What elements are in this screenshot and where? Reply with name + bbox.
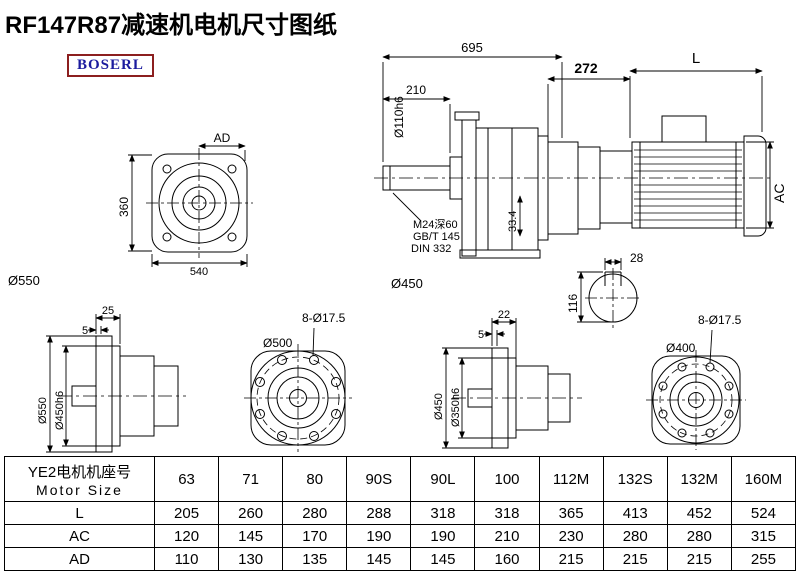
dim-ad-label: AD — [214, 131, 231, 145]
dimension-value-cell: 145 — [346, 547, 412, 571]
flange-face-view-large — [244, 327, 352, 452]
dimension-value-cell: 315 — [730, 524, 797, 548]
dimension-value-cell: 190 — [346, 524, 412, 548]
dimension-value-cell: 130 — [218, 547, 284, 571]
assembly-flange-dia-label: Ø450 — [391, 276, 423, 291]
motor-size-column-header: 71 — [218, 456, 284, 502]
key-height-label: 116 — [566, 294, 580, 313]
motor-size-column-header: 160M — [730, 456, 797, 502]
dimension-value-cell: 170 — [282, 524, 348, 548]
dimension-value-cell: 280 — [602, 524, 668, 548]
key-width-label: 28 — [630, 251, 644, 265]
assembly-dimension-lines — [382, 54, 774, 237]
dimension-value-cell: 260 — [218, 501, 284, 525]
motor-size-header-cn: YE2电机机座号 — [27, 463, 132, 481]
dimension-value-cell: 190 — [410, 524, 476, 548]
flange-face-view-small — [646, 329, 746, 450]
dimension-value-cell: 215 — [538, 547, 604, 571]
motor-size-header-cell: YE2电机机座号 Motor Size — [4, 456, 155, 502]
dimension-value-cell: 413 — [602, 501, 668, 525]
assembly-side-view — [374, 111, 772, 259]
dimension-value-cell: 318 — [410, 501, 476, 525]
dimension-value-cell: 215 — [602, 547, 668, 571]
dimension-value-cell: 160 — [474, 547, 540, 571]
motor-size-column-header: 80 — [282, 456, 348, 502]
dimension-value-cell: 210 — [474, 524, 540, 548]
dimension-value-cell: 255 — [730, 547, 797, 571]
v4-dia-label: Ø400 — [666, 341, 696, 355]
dimension-value-cell: 145 — [410, 547, 476, 571]
v1-spigot-dia-label: Ø450h6 — [54, 391, 66, 430]
dim-ac-label: AC — [771, 184, 787, 203]
motor-size-column-header: 100 — [474, 456, 540, 502]
shaft-end-dimension-lines — [577, 258, 622, 323]
v3-outer-dia-label: Ø450 — [433, 393, 445, 420]
dimension-value-cell: 110 — [153, 547, 220, 571]
v4-holes-label: 8-Ø17.5 — [698, 313, 742, 327]
dimension-value-cell: 205 — [153, 501, 220, 525]
v3-dim-5-label: 5 — [478, 329, 484, 341]
flange-side-view-large — [58, 335, 186, 453]
brand-logo: BOSERL — [67, 54, 154, 77]
dimension-value-cell: 230 — [538, 524, 604, 548]
front-outer-dia-label: Ø550 — [8, 273, 40, 288]
motor-size-column-header: 132S — [602, 456, 668, 502]
dimension-value-cell: 452 — [666, 501, 732, 525]
dimension-value-cell: 215 — [666, 547, 732, 571]
motor-size-column-header: 90L — [410, 456, 476, 502]
front-view-dimension-lines — [128, 143, 248, 267]
dimension-value-cell: 524 — [730, 501, 797, 525]
dim-272-label: 272 — [574, 60, 598, 76]
dimension-value-cell: 318 — [474, 501, 540, 525]
dimension-labels: AD 360 540 Ø550 695 210 Ø110h6 272 L AC … — [8, 40, 787, 430]
motor-size-header-en: Motor Size — [36, 481, 123, 498]
gearbox-front-view — [146, 148, 253, 258]
dimension-value-cell: 120 — [153, 524, 220, 548]
tap-note-2: GB/T 145 — [413, 231, 460, 243]
v3-dim-22-label: 22 — [498, 309, 510, 321]
v1-outer-dia-label: Ø550 — [37, 397, 49, 424]
flange-side-view-small-dims — [442, 318, 517, 449]
tap-note-3: DIN 332 — [411, 243, 451, 255]
shaft-dia-label: Ø110h6 — [392, 96, 406, 138]
dimension-value-cell: 135 — [282, 547, 348, 571]
dimension-value-cell: 288 — [346, 501, 412, 525]
v2-dia-label: Ø500 — [263, 336, 293, 350]
page-title: RF147R87减速机电机尺寸图纸 — [5, 12, 338, 39]
motor-size-column-header: 63 — [153, 456, 220, 502]
dim-540-label: 540 — [190, 266, 208, 278]
dim-210-label: 210 — [406, 83, 426, 97]
v2-holes-label: 8-Ø17.5 — [302, 311, 346, 325]
dimension-value-cell: 145 — [218, 524, 284, 548]
shaft-end-view — [585, 268, 641, 330]
dimension-value-cell: 365 — [538, 501, 604, 525]
dimension-row-label: L — [4, 501, 155, 525]
dim-l-label: L — [692, 50, 700, 67]
dimension-row-label: AC — [4, 524, 155, 548]
motor-size-column-header: 112M — [538, 456, 604, 502]
dim-695-label: 695 — [461, 40, 483, 55]
tap-note-1: M24深60 — [413, 218, 458, 231]
flange-side-view-small — [452, 347, 582, 449]
dimension-row-label: AD — [4, 547, 155, 571]
motor-size-column-header: 132M — [666, 456, 732, 502]
dimension-value-cell: 280 — [282, 501, 348, 525]
v1-dim-25-label: 25 — [102, 305, 114, 317]
motor-fins — [634, 149, 742, 221]
dim-33-4-label: 33.4 — [507, 211, 519, 232]
dimension-value-cell: 280 — [666, 524, 732, 548]
flange-side-view-large-dims — [46, 314, 121, 453]
v1-dim-5-label: 5 — [82, 325, 88, 337]
dim-360-label: 360 — [117, 197, 131, 217]
v3-spigot-dia-label: Ø350h6 — [450, 388, 462, 427]
motor-size-column-header: 90S — [346, 456, 412, 502]
